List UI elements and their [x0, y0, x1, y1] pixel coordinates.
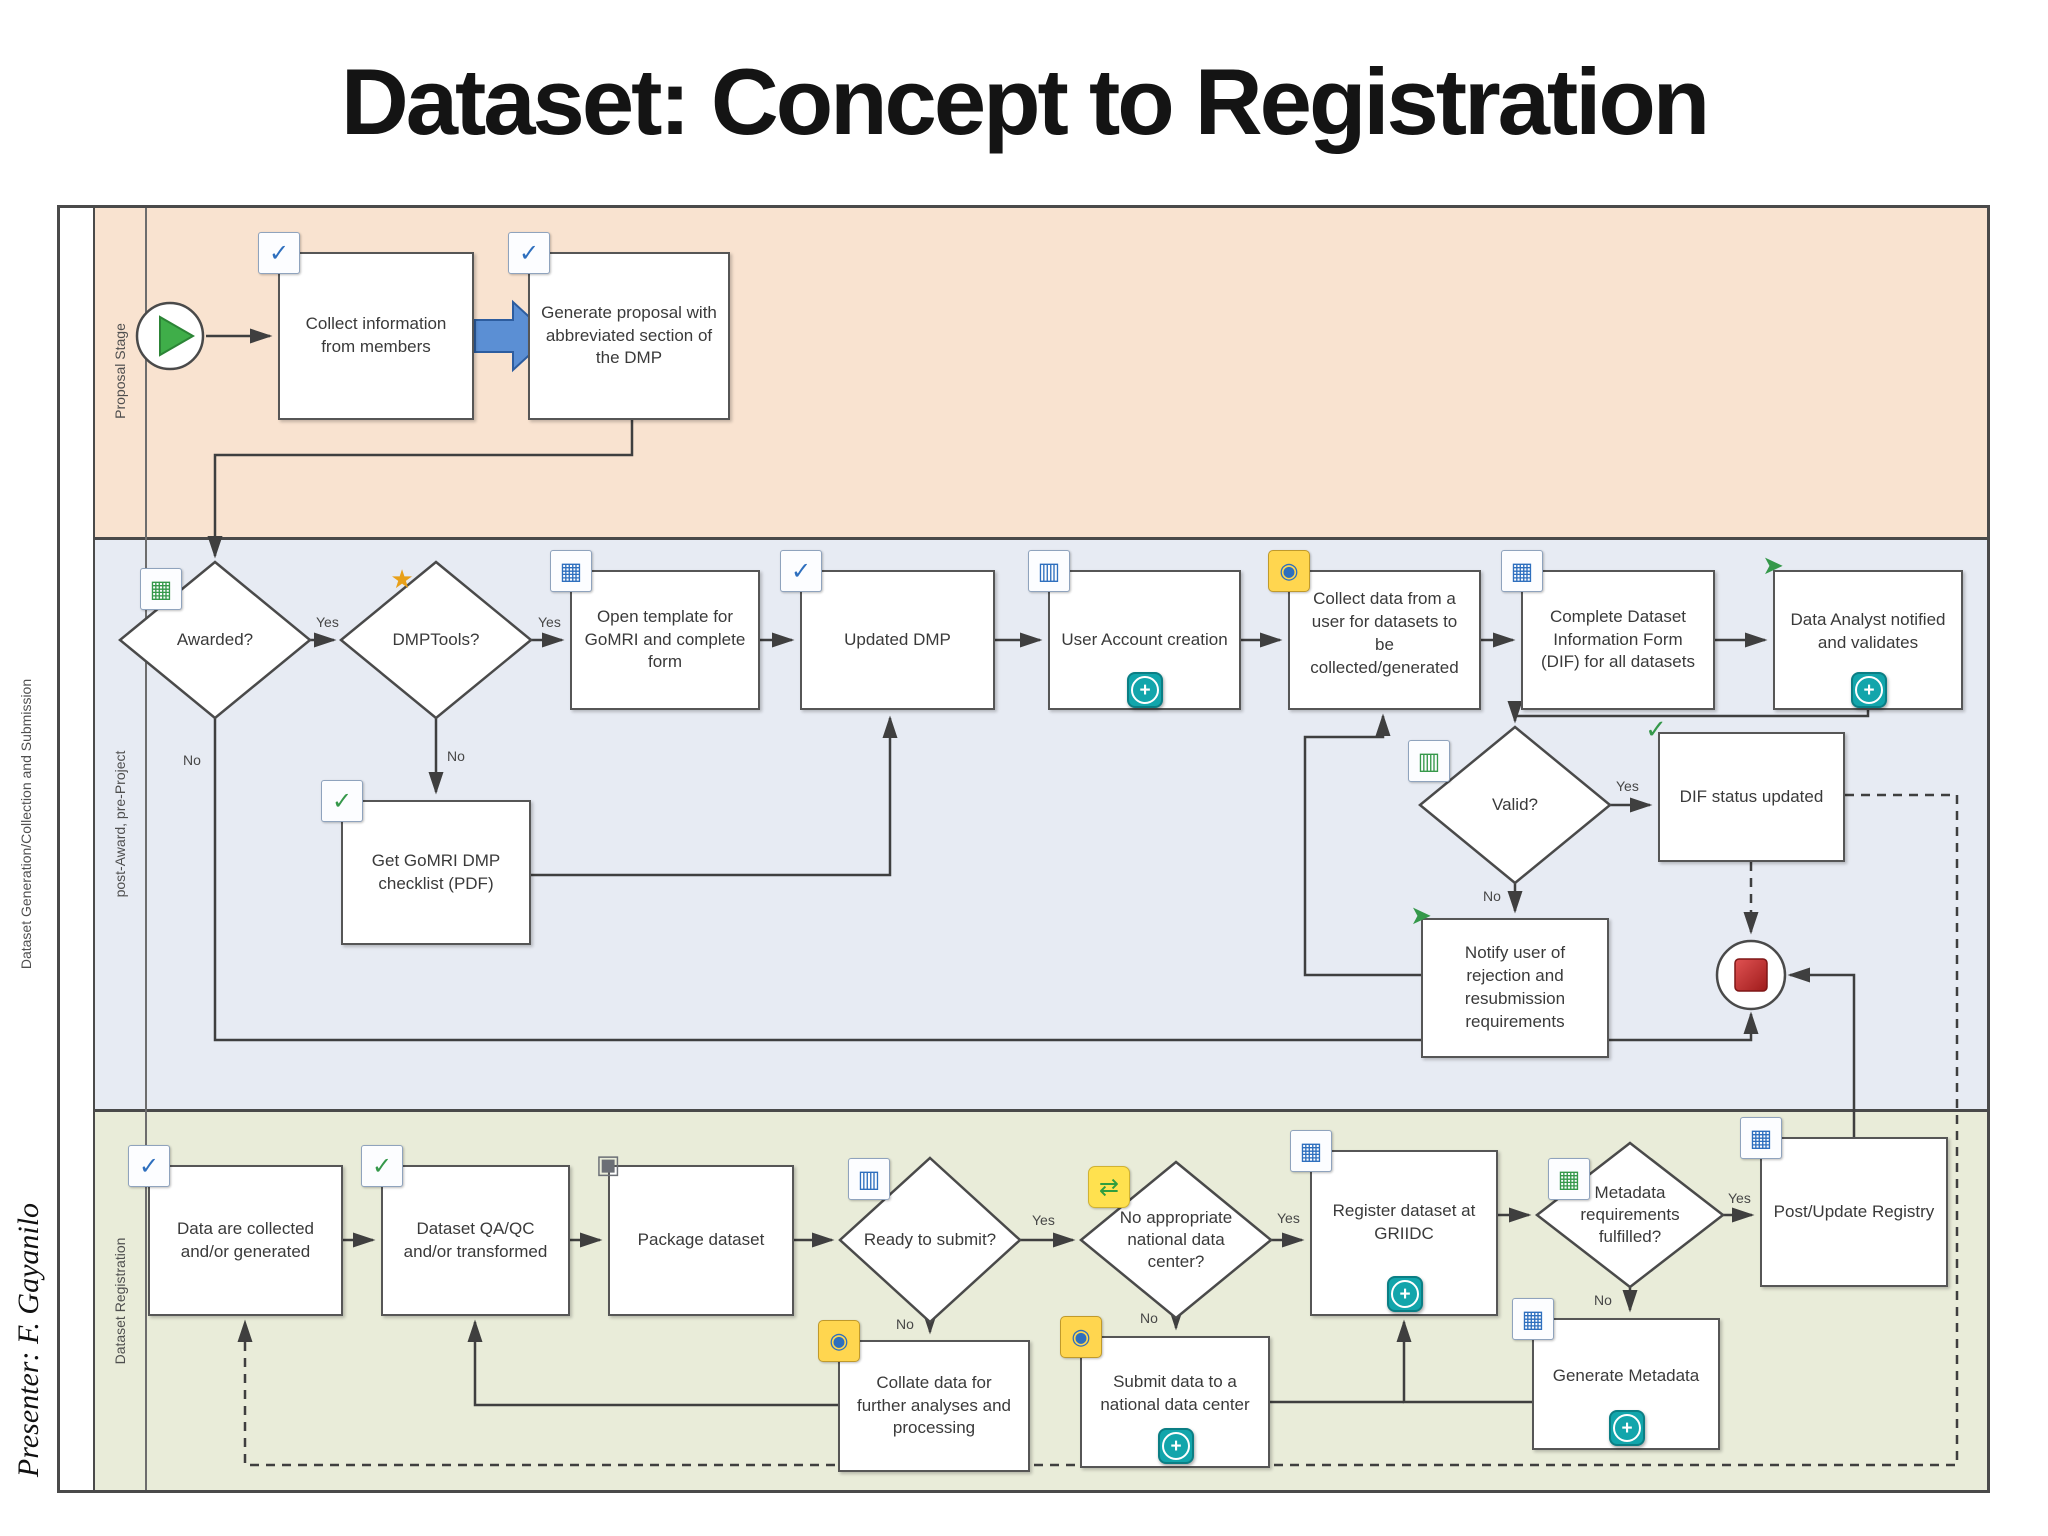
task-package-dataset: Package dataset — [608, 1165, 794, 1316]
lane-label-separator — [145, 205, 147, 1493]
subprocess-plus-icon: + — [1609, 1410, 1645, 1446]
spreadsheet-icon: ▦ — [1290, 1130, 1332, 1172]
clipboard-check-icon: ✓ — [780, 550, 822, 592]
task-open-template: Open template for GoMRI and complete for… — [570, 570, 760, 710]
edge-generate-proposal-awarded — [207, 420, 634, 559]
edge-label-metadata-yes: Yes — [1728, 1190, 1751, 1206]
page-title: Dataset: Concept to Registration — [340, 49, 1710, 154]
edge-label-ready-no: No — [896, 1316, 914, 1332]
start-event — [135, 301, 205, 371]
status-check-icon: ✓ — [1645, 715, 1667, 745]
task-updated-dmp: Updated DMP — [800, 570, 995, 710]
computer-user-icon: ▥ — [1028, 550, 1070, 592]
notify-icon: ➤ — [1410, 901, 1432, 931]
edge-label-dmptools-no: No — [447, 748, 465, 764]
edge-label-awarded-no: No — [183, 752, 201, 768]
package-icon: ▣ — [595, 1150, 621, 1180]
stop-square-icon — [1734, 958, 1768, 992]
data-transfer-icon: ⇄ — [1088, 1166, 1130, 1208]
task-notify-rejection: Notify user of rejection and resubmissio… — [1421, 918, 1609, 1058]
edge-label-no-national-no: No — [1140, 1310, 1158, 1326]
document-check-icon: ✓ — [258, 232, 300, 274]
task-generate-proposal: Generate proposal with abbreviated secti… — [528, 252, 730, 420]
task-dataset-qaqc: Dataset QA/QC and/or transformed — [381, 1165, 570, 1316]
edge-label-valid-yes: Yes — [1616, 778, 1639, 794]
edge-collate-qaqc — [467, 1319, 838, 1407]
pool-header-column — [57, 205, 95, 1493]
document-check-icon: ✓ — [361, 1145, 403, 1187]
decision-dmptools-label: DMPTools? — [392, 629, 480, 649]
decision-valid-label: Valid? — [1492, 794, 1538, 814]
edge-label-awarded-yes: Yes — [316, 614, 339, 630]
forms-people-icon: ▦ — [140, 568, 182, 610]
task-collect-information: Collect information from members — [278, 252, 474, 420]
stop-event — [1715, 939, 1787, 1011]
task-collate-data: Collate data for further analyses and pr… — [838, 1340, 1030, 1472]
decision-valid-shape — [1418, 725, 1612, 885]
edge-label-dmptools-yes: Yes — [538, 614, 561, 630]
spreadsheet-icon: ▦ — [550, 550, 592, 592]
subprocess-plus-icon: + — [1127, 672, 1163, 708]
decision-dmptools-shape — [339, 560, 533, 720]
spreadsheet-icon: ▦ — [1512, 1298, 1554, 1340]
task-data-collected: Data are collected and/or generated — [148, 1165, 343, 1316]
subprocess-plus-icon: + — [1158, 1428, 1194, 1464]
edge-data-analyst-valid — [1507, 701, 1870, 724]
decision-no-national-label: No appropriate national data center? — [1119, 1207, 1233, 1272]
form-user-icon: ▥ — [1408, 740, 1450, 782]
edge-label-valid-no: No — [1483, 888, 1501, 904]
edge-notify-collect-data — [1303, 713, 1421, 977]
lane-divider — [95, 537, 1990, 540]
edge-label-ready-yes: Yes — [1032, 1212, 1055, 1228]
task-collect-data: Collect data from a user for datasets to… — [1288, 570, 1481, 710]
computer-globe-icon: ▥ — [848, 1158, 890, 1200]
table-sync-icon: ▦ — [1548, 1158, 1590, 1200]
task-complete-dif: Complete Dataset Information Form (DIF) … — [1521, 570, 1715, 710]
notify-validate-icon: ➤ — [1762, 551, 1784, 581]
decision-awarded-label: Awarded? — [176, 629, 254, 649]
decision-ready-submit-label: Ready to submit? — [863, 1229, 997, 1249]
edge-post-update-stop — [1787, 967, 1856, 1137]
folder-user-icon: ◉ — [818, 1320, 860, 1362]
spreadsheet-icon: ▦ — [1501, 550, 1543, 592]
clipboard-check-icon: ✓ — [128, 1145, 170, 1187]
edge-label-no-national-yes: Yes — [1277, 1210, 1300, 1226]
edge-label-metadata-no: No — [1594, 1292, 1612, 1308]
folder-user-icon: ◉ — [1268, 550, 1310, 592]
document-check-icon: ✓ — [508, 232, 550, 274]
task-post-update-registry: Post/Update Registry — [1760, 1137, 1948, 1287]
pool-frame — [57, 205, 1990, 1493]
edge-checklist-updated-dmp — [531, 715, 898, 877]
task-get-checklist: Get GoMRI DMP checklist (PDF) — [341, 800, 531, 945]
spreadsheet-icon: ▦ — [1740, 1117, 1782, 1159]
folder-user-icon: ◉ — [1060, 1316, 1102, 1358]
play-icon — [159, 315, 196, 357]
subprocess-plus-icon: + — [1387, 1276, 1423, 1312]
lane-divider — [95, 1109, 1990, 1112]
globe-check-icon: ✓ — [321, 780, 363, 822]
subprocess-plus-icon: + — [1851, 672, 1887, 708]
task-dif-status-updated: DIF status updated — [1658, 732, 1845, 862]
edge-awarded-no-stop — [213, 718, 1759, 1042]
person-star-icon: ★ — [390, 565, 414, 595]
edge-generate-register — [1396, 1319, 1532, 1404]
decision-metadata-label: Metadata requirements fulfilled? — [1580, 1182, 1680, 1247]
